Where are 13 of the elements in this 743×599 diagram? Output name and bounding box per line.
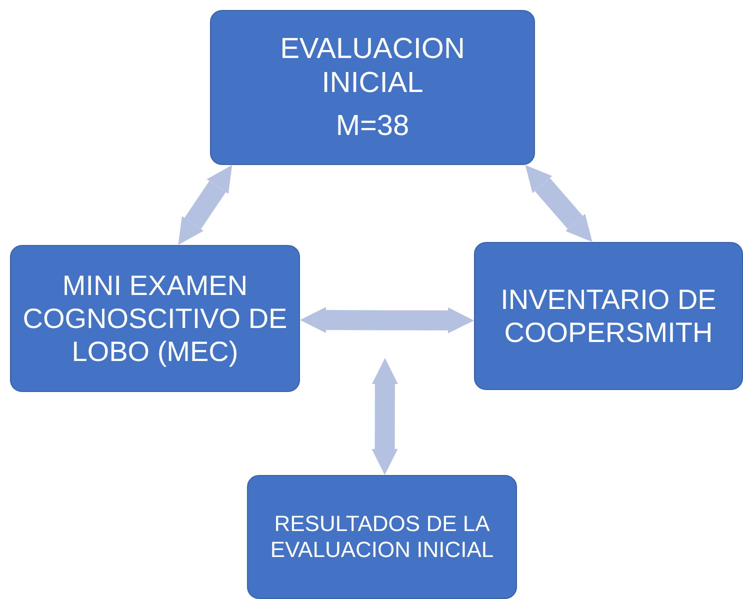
box-text: MINI EXAMEN COGNOSCITIVO DE LOBO (MEC) <box>22 268 288 368</box>
process-box <box>247 475 517 599</box>
process-box <box>210 10 535 165</box>
double-arrow <box>372 358 398 475</box>
process-box <box>10 245 300 392</box>
box-text: EVALUACION INICIAL <box>279 32 466 101</box>
double-arrow <box>525 165 592 242</box>
double-arrow <box>178 165 232 245</box>
process-box <box>474 242 743 390</box>
box-text: INVENTARIO DE COOPERSMITH <box>500 282 718 350</box>
double-arrow <box>300 307 474 334</box>
box-text: RESULTADOS DE LA EVALUACION INICIAL <box>269 511 495 563</box>
box-text: M=38 <box>336 108 410 143</box>
